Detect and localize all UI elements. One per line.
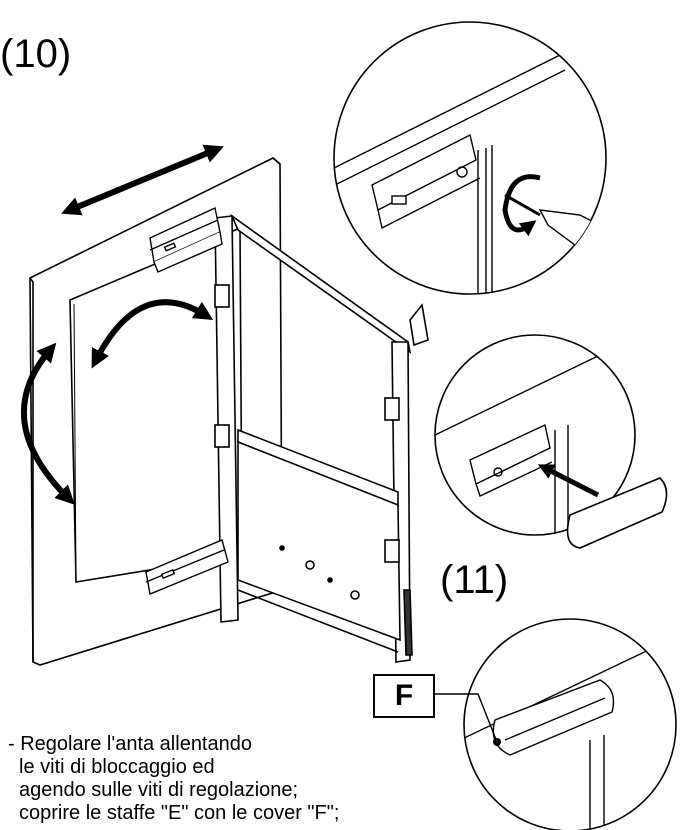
callout-leader xyxy=(433,693,498,743)
bottom-bracket xyxy=(145,539,229,595)
callout-label-f: F xyxy=(373,674,435,718)
instruction-line: - Regolare l'anta allentando xyxy=(8,733,252,755)
step-label-10: (10) xyxy=(0,32,72,76)
detail-circle-screwdriver xyxy=(333,21,607,295)
instruction-text: - Regolare l'anta allentando le viti di … xyxy=(8,733,339,825)
cabinet-frame xyxy=(214,213,429,663)
adjustment-arrows xyxy=(20,144,224,505)
instruction-line: agendo sulle viti di regolazione; xyxy=(19,779,299,801)
instruction-line: le viti di bloccaggio ed xyxy=(19,756,215,778)
top-bracket xyxy=(149,206,223,273)
detail-circle-cover xyxy=(434,334,668,549)
step-label-11: (11) xyxy=(440,558,509,602)
detail-circle-cover-f xyxy=(463,618,677,830)
instruction-line: coprire le staffe "E" con le cover "F"; xyxy=(19,802,340,824)
